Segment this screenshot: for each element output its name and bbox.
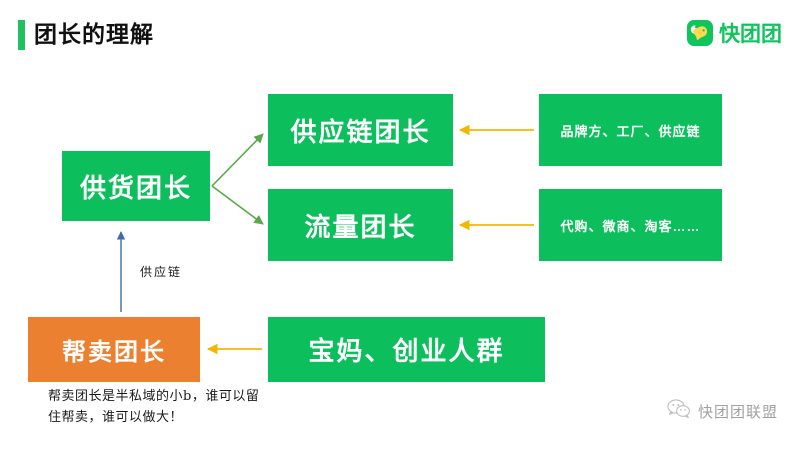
node-brand-source[interactable]: 品牌方、工厂、供应链 <box>539 94 722 166</box>
footer-watermark: 快团团联盟 <box>667 399 778 424</box>
node-supply-head[interactable]: 供货团长 <box>62 151 210 221</box>
node-traffic-head[interactable]: 流量团长 <box>268 189 453 261</box>
arrow-supplyhead-to-chainhead <box>211 133 264 187</box>
node-agent-source[interactable]: 代购、微商、淘客…… <box>539 189 722 261</box>
wechat-icon <box>667 399 691 424</box>
help-head-note: 帮卖团长是半私域的小b，谁可以留住帮卖，谁可以做大！ <box>48 389 260 425</box>
node-help-head[interactable]: 帮卖团长 <box>28 317 200 382</box>
footer-watermark-text: 快团团联盟 <box>697 404 778 421</box>
node-chain-head[interactable]: 供应链团长 <box>268 94 453 166</box>
kuaituantuan-heart-logo-icon <box>687 20 713 46</box>
node-mom-source[interactable]: 宝妈、创业人群 <box>268 317 545 382</box>
brand-logo-text: 快团团 <box>719 23 782 46</box>
edge-label-supply-chain: 供应链 <box>140 265 183 279</box>
brand-logo: 快团团 <box>687 18 782 48</box>
page-title: 团长的理解 <box>34 21 154 47</box>
title-accent-bar <box>18 20 25 50</box>
arrow-supplyhead-to-traffichead <box>211 185 264 225</box>
